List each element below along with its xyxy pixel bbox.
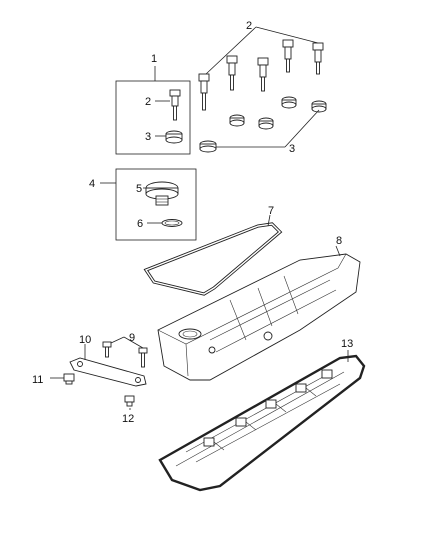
callout-8: 8 [336, 235, 342, 247]
callout-12: 12 [122, 413, 134, 425]
callout-2-box: 2 [145, 96, 151, 108]
oil-filler-neck [178, 328, 202, 340]
callout-13: 13 [341, 338, 353, 350]
part-5-oil-filler-cap [145, 181, 179, 206]
part-7-cover-gasket [143, 222, 283, 296]
callout-7: 7 [268, 205, 274, 217]
part-10-bracket [69, 357, 147, 387]
group-box-1 [115, 80, 191, 155]
callout-3-right: 3 [289, 143, 295, 155]
part-2-bolts [198, 39, 324, 111]
part-9-bolts [102, 341, 148, 368]
part-3-seals [199, 96, 327, 153]
part-8-valve-cover [157, 253, 361, 381]
callout-9: 9 [129, 332, 135, 344]
callout-5: 5 [136, 183, 142, 195]
part-13-harness-assembly [158, 354, 366, 492]
callout-1: 1 [151, 53, 157, 65]
part-2-bolt-in-box [169, 89, 181, 121]
callout-2-top: 2 [246, 20, 252, 32]
callout-11: 11 [32, 374, 43, 386]
callout-4: 4 [89, 178, 95, 190]
callout-3-box: 3 [145, 131, 151, 143]
part-3-seal-in-box [165, 130, 183, 144]
callout-6: 6 [137, 218, 143, 230]
part-6-o-ring [161, 219, 183, 227]
part-11-clip [63, 373, 75, 385]
group-box-4 [115, 168, 197, 241]
part-12-clip [124, 395, 135, 407]
callout-10: 10 [79, 334, 91, 346]
